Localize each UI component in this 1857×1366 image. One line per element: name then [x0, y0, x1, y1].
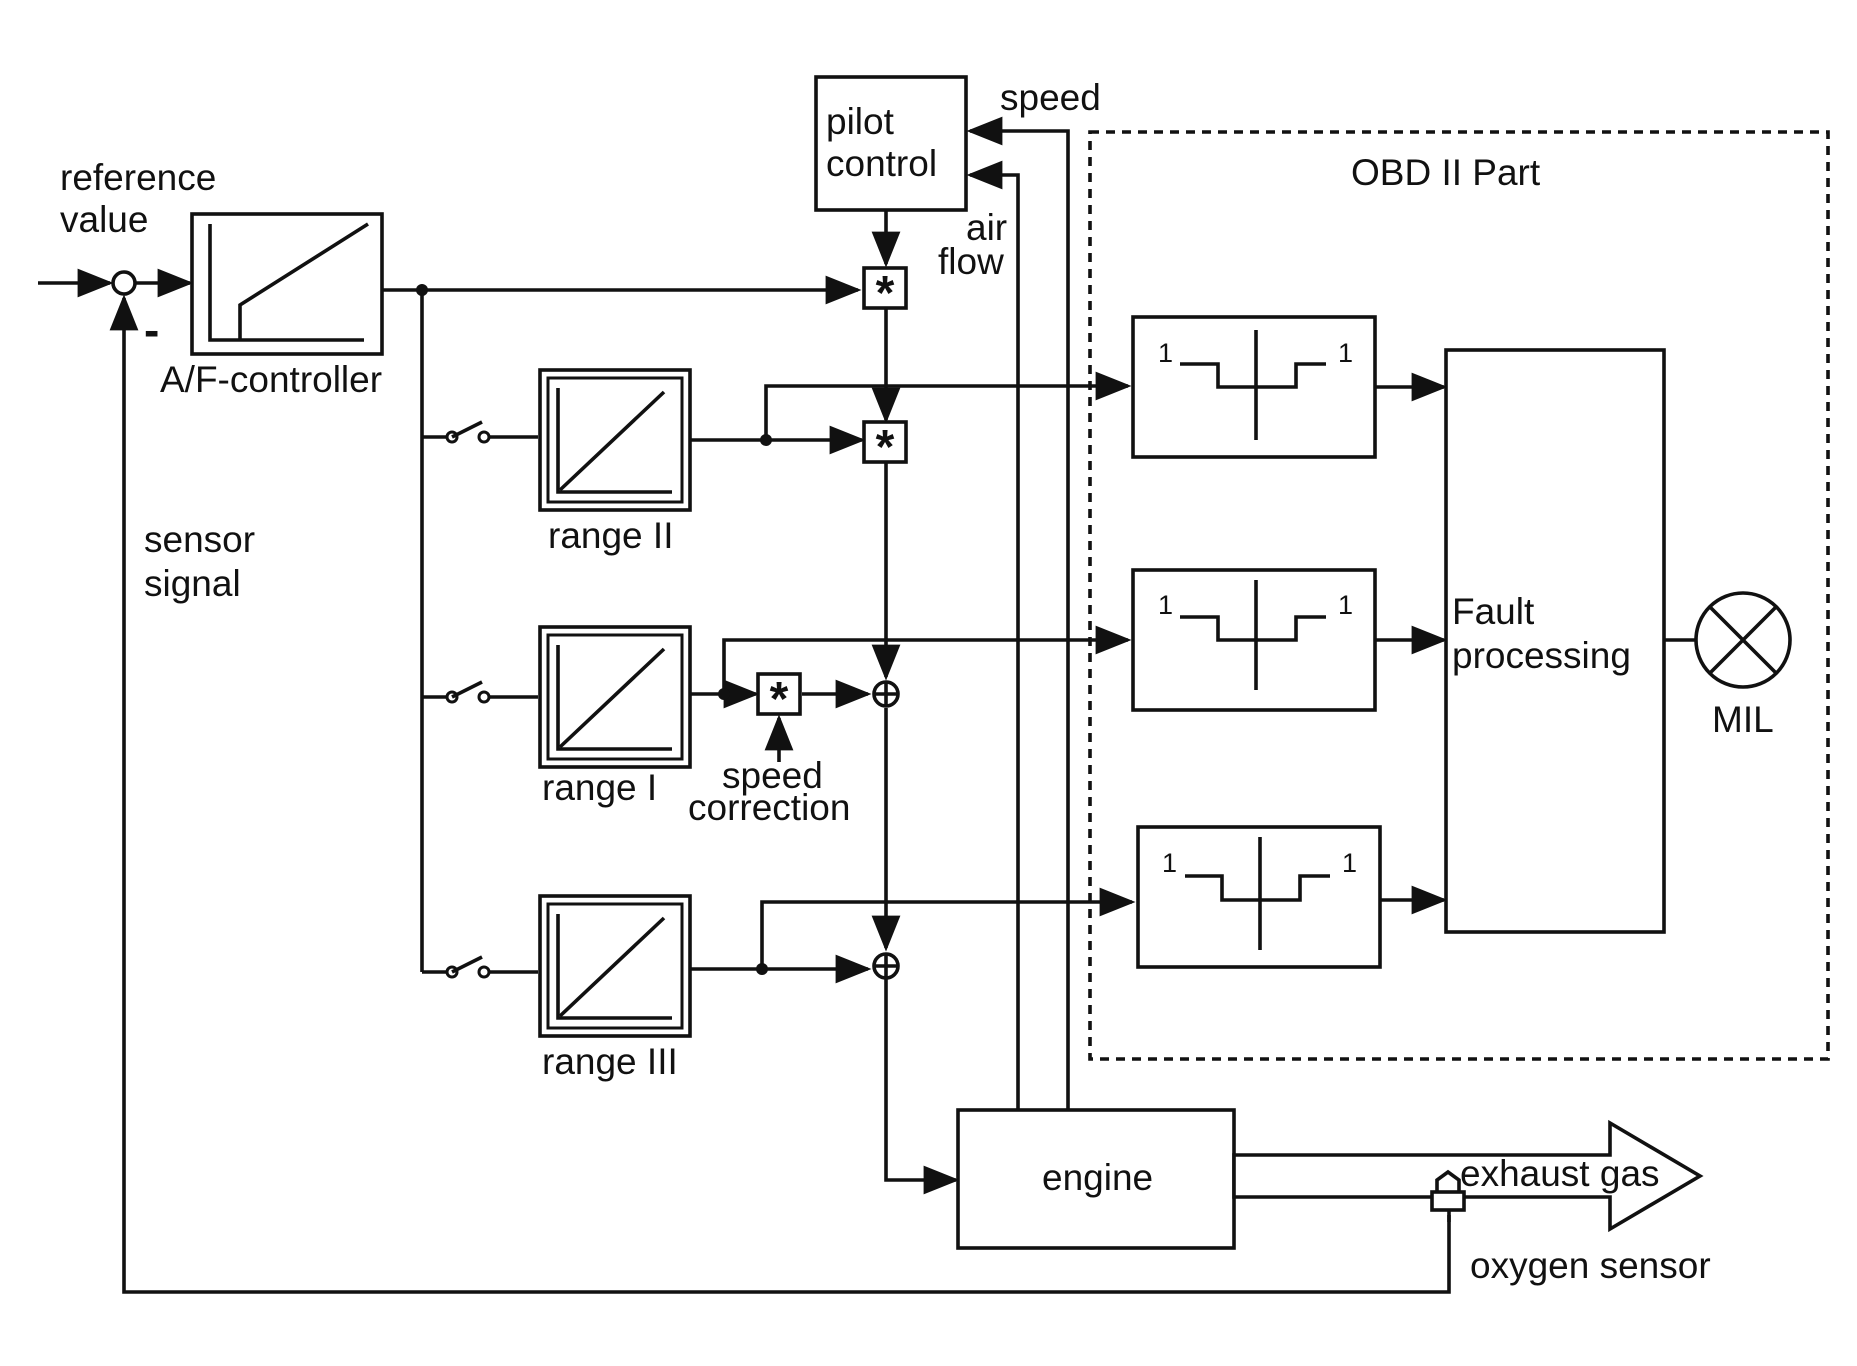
engine-label: engine [1042, 1157, 1153, 1198]
speed-label: speed [1000, 77, 1101, 118]
multiplier-pilot: * [862, 266, 908, 320]
mil-lamp-icon [1694, 591, 1792, 689]
svg-text:1: 1 [1158, 590, 1173, 620]
comparator-block-range-iii: 1 1 [1136, 825, 1382, 969]
air-flow-label-line1: air [966, 207, 1007, 248]
minus-sign: - [144, 304, 159, 356]
comparator-block-range-i: 1 1 [1131, 568, 1377, 712]
svg-text:1: 1 [1158, 338, 1173, 368]
adder-range-i [872, 680, 900, 708]
input-summing-junction [111, 270, 137, 296]
svg-text:*: * [876, 421, 895, 474]
range-iii-label: range III [542, 1041, 678, 1082]
range-ii-label: range II [548, 515, 673, 556]
junction-dot [760, 434, 772, 446]
multiplier-speed-correction: * [756, 672, 802, 726]
junction-dot [756, 963, 768, 975]
svg-text:*: * [770, 673, 789, 726]
svg-text:1: 1 [1338, 590, 1353, 620]
fault-processing-label-line2: processing [1452, 635, 1631, 676]
junction-dot [718, 688, 730, 700]
range-i-block [538, 625, 692, 769]
sensor-signal-label-line1: sensor [144, 519, 255, 560]
comparator-block-range-ii: 1 1 [1131, 315, 1377, 459]
exhaust-gas-arrow [1232, 1119, 1704, 1233]
range-ii-block [538, 368, 692, 512]
af-controller-label: A/F-controller [160, 359, 382, 400]
speed-correction-label-line1: speed [722, 755, 823, 796]
air-flow-label-line2: flow [938, 241, 1004, 282]
fault-processing-block [1444, 348, 1666, 934]
range-iii-switch [445, 955, 491, 979]
range-i-switch [445, 680, 491, 704]
svg-text:1: 1 [1342, 848, 1357, 878]
exhaust-gas-label: exhaust gas [1460, 1153, 1660, 1194]
range-i-label: range I [542, 767, 657, 808]
oxygen-sensor-label: oxygen sensor [1470, 1245, 1711, 1286]
fault-processing-label-line1: Fault [1452, 591, 1535, 632]
af-controller-block [190, 212, 384, 356]
signal-wires [38, 116, 1700, 1294]
pilot-control-label-line2: control [826, 143, 937, 184]
sensor-signal-label-line2: signal [144, 563, 241, 604]
range-ii-switch [445, 420, 491, 444]
adder-range-iii [872, 952, 900, 980]
obd-ii-region [1088, 130, 1830, 1061]
pilot-control-block [814, 75, 968, 212]
svg-text:1: 1 [1162, 848, 1177, 878]
reference-value-label-line1: reference [60, 157, 216, 198]
mil-label: MIL [1712, 699, 1774, 740]
speed-correction-label-line2: correction [688, 787, 850, 828]
junction-dot [416, 284, 428, 296]
oxygen-sensor-icon [1430, 1169, 1466, 1222]
svg-text:*: * [876, 267, 895, 320]
range-iii-block [538, 894, 692, 1038]
reference-value-label-line2: value [60, 199, 148, 240]
multiplier-range-ii: * [862, 420, 908, 474]
svg-text:1: 1 [1338, 338, 1353, 368]
pilot-control-label-line1: pilot [826, 101, 895, 142]
obd-ii-part-label: OBD II Part [1351, 152, 1541, 193]
